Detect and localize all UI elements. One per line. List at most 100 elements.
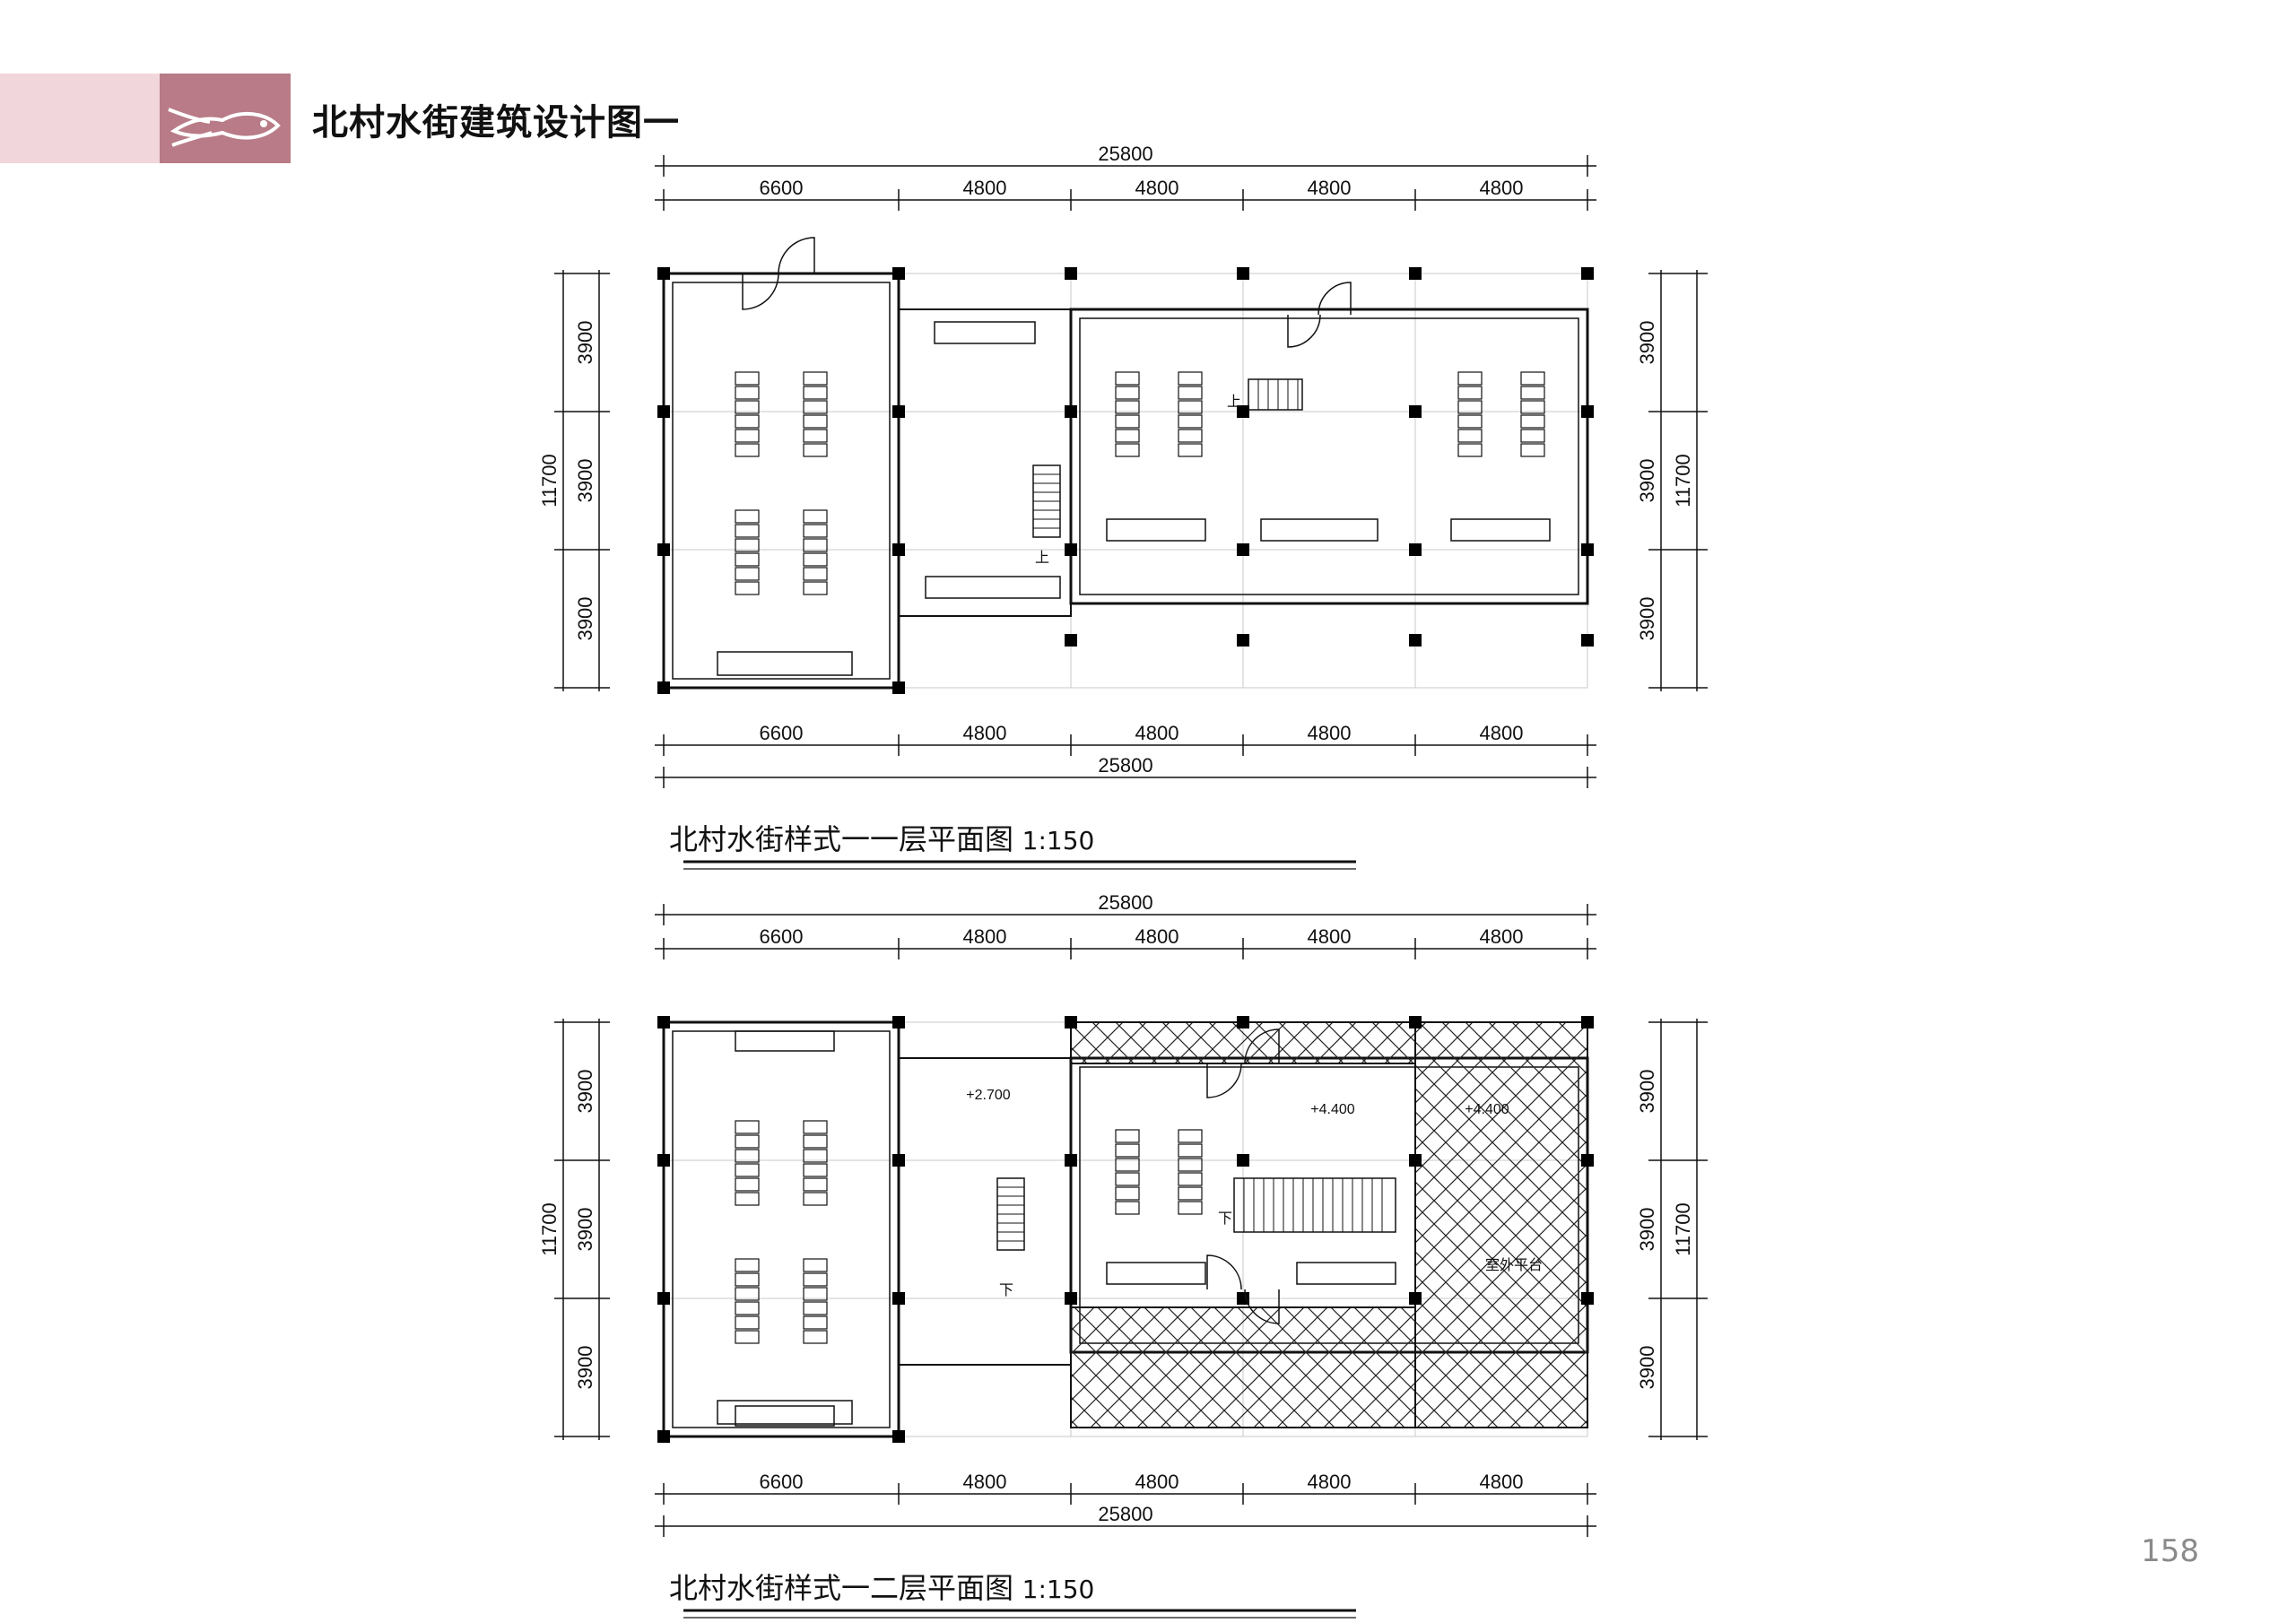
shelf-unit [735, 429, 760, 443]
shelf-unit [803, 1120, 828, 1134]
shelf-unit [1178, 1158, 1203, 1172]
shelf-unit [735, 386, 760, 400]
shelf-unit [1115, 1172, 1140, 1186]
shelf-unit [1457, 443, 1483, 457]
shelf-unit [735, 443, 760, 457]
shelf-unit [803, 1330, 828, 1344]
shelf-unit [803, 1287, 828, 1301]
shelf-unit [1457, 386, 1483, 400]
shelf-unit [1178, 1201, 1203, 1215]
door-swing [778, 237, 815, 274]
dim-segment-label: 4800 [963, 925, 1007, 948]
shelf-unit [1178, 386, 1203, 400]
plan-caption-scale: 1:150 [1022, 1575, 1095, 1604]
dim-segment-label: 3900 [1636, 459, 1658, 503]
shelf-unit [1115, 1129, 1140, 1143]
shelf-unit [1178, 429, 1203, 443]
dim-segment-label: 3900 [574, 459, 596, 503]
dim-segment-label: 3900 [574, 1208, 596, 1252]
column [892, 405, 905, 418]
door-swing [1244, 1289, 1280, 1324]
column [1409, 543, 1422, 556]
stair-flight [1248, 378, 1303, 411]
column [1065, 543, 1077, 556]
shelf-unit [803, 400, 828, 414]
column [657, 267, 670, 280]
dim-segment-label: 3900 [1636, 1208, 1658, 1252]
dim-segment-label: 4800 [1308, 722, 1352, 744]
columns [657, 267, 1594, 694]
column [1065, 405, 1077, 418]
furniture [717, 321, 1551, 676]
shelf-unit [803, 581, 828, 595]
column [1065, 634, 1077, 647]
dim-segment-label: 3900 [574, 1346, 596, 1390]
shelf-unit [1115, 1143, 1140, 1158]
shelf-unit [1178, 1143, 1203, 1158]
shelf-unit [803, 1272, 828, 1287]
column [1581, 1154, 1594, 1167]
counter [1260, 518, 1378, 542]
dim-segment-label: 4800 [963, 177, 1007, 199]
column [1581, 634, 1594, 647]
dim-segment-label: 4800 [1480, 177, 1524, 199]
column [657, 1154, 670, 1167]
dim-segment-label: 4800 [1308, 1471, 1352, 1493]
shelf-unit [735, 414, 760, 429]
counter [735, 1030, 835, 1052]
column [1409, 634, 1422, 647]
column [1065, 267, 1077, 280]
shelf-unit [1115, 1186, 1140, 1201]
column [1409, 1154, 1422, 1167]
furniture [717, 1030, 1396, 1427]
column [1409, 1016, 1422, 1028]
plan-label: 上 [1035, 550, 1049, 566]
dim-total-label: 25800 [1098, 1503, 1152, 1525]
shelf-unit [803, 567, 828, 581]
shelf-unit [1115, 1158, 1140, 1172]
column [1237, 267, 1249, 280]
shelf-unit [735, 1258, 760, 1272]
door-swing [1244, 1028, 1280, 1064]
shelf-unit [803, 1192, 828, 1206]
dim-segment-label: 4800 [1135, 722, 1179, 744]
header-band [0, 74, 160, 163]
dim-total-label: 11700 [1672, 454, 1694, 508]
walls [662, 272, 1589, 690]
dim-segment-label: 3900 [574, 1070, 596, 1114]
terrace-hatch-right [1414, 1021, 1588, 1428]
dim-segment-label: 4800 [1135, 1471, 1179, 1493]
column [892, 1154, 905, 1167]
counter [717, 1400, 853, 1425]
terrace-hatch-bottom [1070, 1306, 1416, 1428]
shelf-unit [1520, 371, 1545, 386]
shelf-unit [1115, 414, 1140, 429]
plan-caption-title: 北村水街样式一二层平面图 [669, 1571, 1013, 1605]
shelf-unit [1457, 414, 1483, 429]
dim-segment-label: 6600 [760, 1471, 804, 1493]
shelf-unit [735, 1315, 760, 1330]
column [1237, 1016, 1249, 1028]
dim-segment-label: 3900 [574, 321, 596, 365]
counter [1106, 518, 1206, 542]
dim-segment-label: 4800 [1480, 1471, 1524, 1493]
shelf-unit [1115, 443, 1140, 457]
column [892, 681, 905, 694]
plan-label: +2.700 [966, 1088, 1010, 1103]
wall-left-block-inner [672, 282, 891, 680]
shelf-unit [735, 1163, 760, 1177]
walls [662, 1020, 1589, 1438]
column [657, 405, 670, 418]
shelf-unit [1115, 400, 1140, 414]
door-swing [1206, 1254, 1242, 1290]
shelf-unit [1520, 386, 1545, 400]
shelf-unit [735, 581, 760, 595]
shelf-unit [735, 1192, 760, 1206]
page-number: 158 [2141, 1533, 2199, 1569]
stair-flight [1233, 1177, 1396, 1233]
